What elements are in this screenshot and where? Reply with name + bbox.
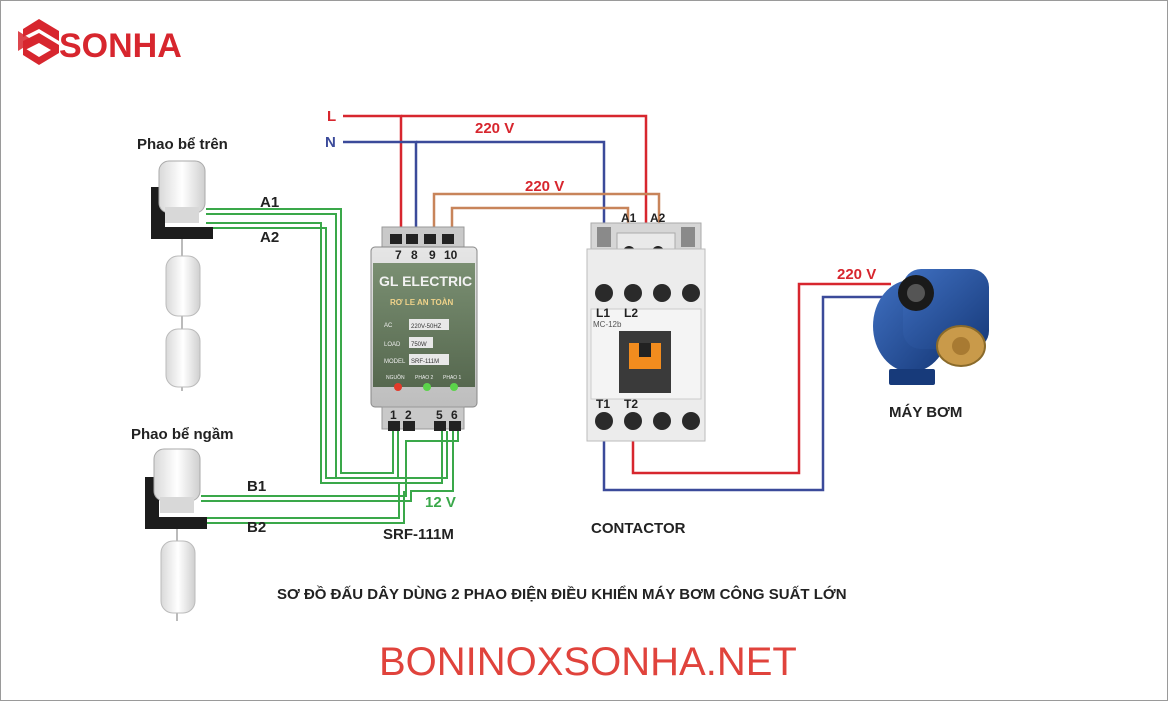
wire-float-top xyxy=(206,208,448,484)
label-220v-pump: 220 V xyxy=(837,266,876,283)
float-switch-bottom xyxy=(145,448,207,621)
relay-terminal-9: 9 xyxy=(429,248,436,262)
label-220v-main: 220 V xyxy=(475,120,514,137)
wire-n-relay8 xyxy=(343,140,418,241)
diagram-caption: SƠ ĐỒ ĐẤU DÂY DÙNG 2 PHAO ĐIỆN ĐIỀU KHIỂ… xyxy=(277,585,847,603)
float-top-wire-a1: A1 xyxy=(260,194,279,211)
water-pump-icon xyxy=(873,269,989,385)
relay-terminal-2: 2 xyxy=(405,408,412,422)
label-line-l: L xyxy=(327,108,336,125)
relay-led2-label: PHAO 2 xyxy=(415,375,434,381)
relay-terminal-8: 8 xyxy=(411,248,418,262)
wire-t1-pump xyxy=(602,295,891,492)
relay-terminal-5: 5 xyxy=(436,408,443,422)
wire-float-bottom xyxy=(201,431,459,524)
contactor-terminal-l2: L2 xyxy=(624,306,638,320)
relay-srf-111m: GL ELECTRIC RƠ LE AN TOÀN AC 220V-50HZ L… xyxy=(370,226,478,431)
relay-terminal-10: 10 xyxy=(444,248,458,262)
wire-t2-pump xyxy=(631,282,891,475)
float-top-title: Phao bể trên xyxy=(137,136,228,153)
relay-subtitle: RƠ LE AN TOÀN xyxy=(390,298,453,307)
label-220v-coil: 220 V xyxy=(525,178,564,195)
pump-name: MÁY BƠM xyxy=(889,404,962,421)
relay-terminal-1: 1 xyxy=(390,408,397,422)
relay-spec-ac-label: AC xyxy=(384,323,393,329)
contactor-coil-a2: A2 xyxy=(650,211,666,225)
relay-name: SRF-111M xyxy=(383,526,454,543)
relay-spec-model-value: SRF-111M xyxy=(411,359,439,365)
relay-terminal-6: 6 xyxy=(451,408,458,422)
contactor-model: MC-12b xyxy=(593,320,622,329)
label-12v: 12 V xyxy=(425,494,456,511)
relay-spec-model-label: MODEL xyxy=(384,359,406,365)
relay-led-float2 xyxy=(423,383,431,391)
float-switch-top xyxy=(151,160,213,391)
contactor-coil-a1: A1 xyxy=(621,211,637,225)
relay-spec-load-value: 750W xyxy=(411,342,427,348)
relay-led3-label: PHAO 1 xyxy=(443,375,462,381)
sonha-logo: SONHA xyxy=(18,19,182,65)
relay-brand: GL ELECTRIC xyxy=(379,273,472,289)
wire-l-relay7 xyxy=(343,114,403,241)
contactor-device: MC-12b xyxy=(586,222,706,442)
float-top-wire-a2: A2 xyxy=(260,229,279,246)
float-bottom-wire-b2: B2 xyxy=(247,519,266,536)
relay-led-float1 xyxy=(450,383,458,391)
relay-terminal-7: 7 xyxy=(395,248,402,262)
label-line-n: N xyxy=(325,134,336,151)
website-text: BONINOXSONHA.NET xyxy=(379,640,797,684)
contactor-terminal-l1: L1 xyxy=(596,306,610,320)
relay-spec-load-label: LOAD xyxy=(384,342,401,348)
relay-led-power xyxy=(394,383,402,391)
relay-led1-label: NGUỒN xyxy=(386,374,405,381)
contactor-terminal-t1: T1 xyxy=(596,397,610,411)
float-bottom-wire-b1: B1 xyxy=(247,478,266,495)
contactor-terminal-t2: T2 xyxy=(624,397,638,411)
relay-spec-ac-value: 220V-50HZ xyxy=(411,324,442,330)
sonha-logo-mark-icon xyxy=(18,19,59,65)
float-bottom-title: Phao bể ngầm xyxy=(131,426,234,443)
sonha-logo-text: SONHA xyxy=(59,27,182,65)
contactor-name: CONTACTOR xyxy=(591,520,686,537)
